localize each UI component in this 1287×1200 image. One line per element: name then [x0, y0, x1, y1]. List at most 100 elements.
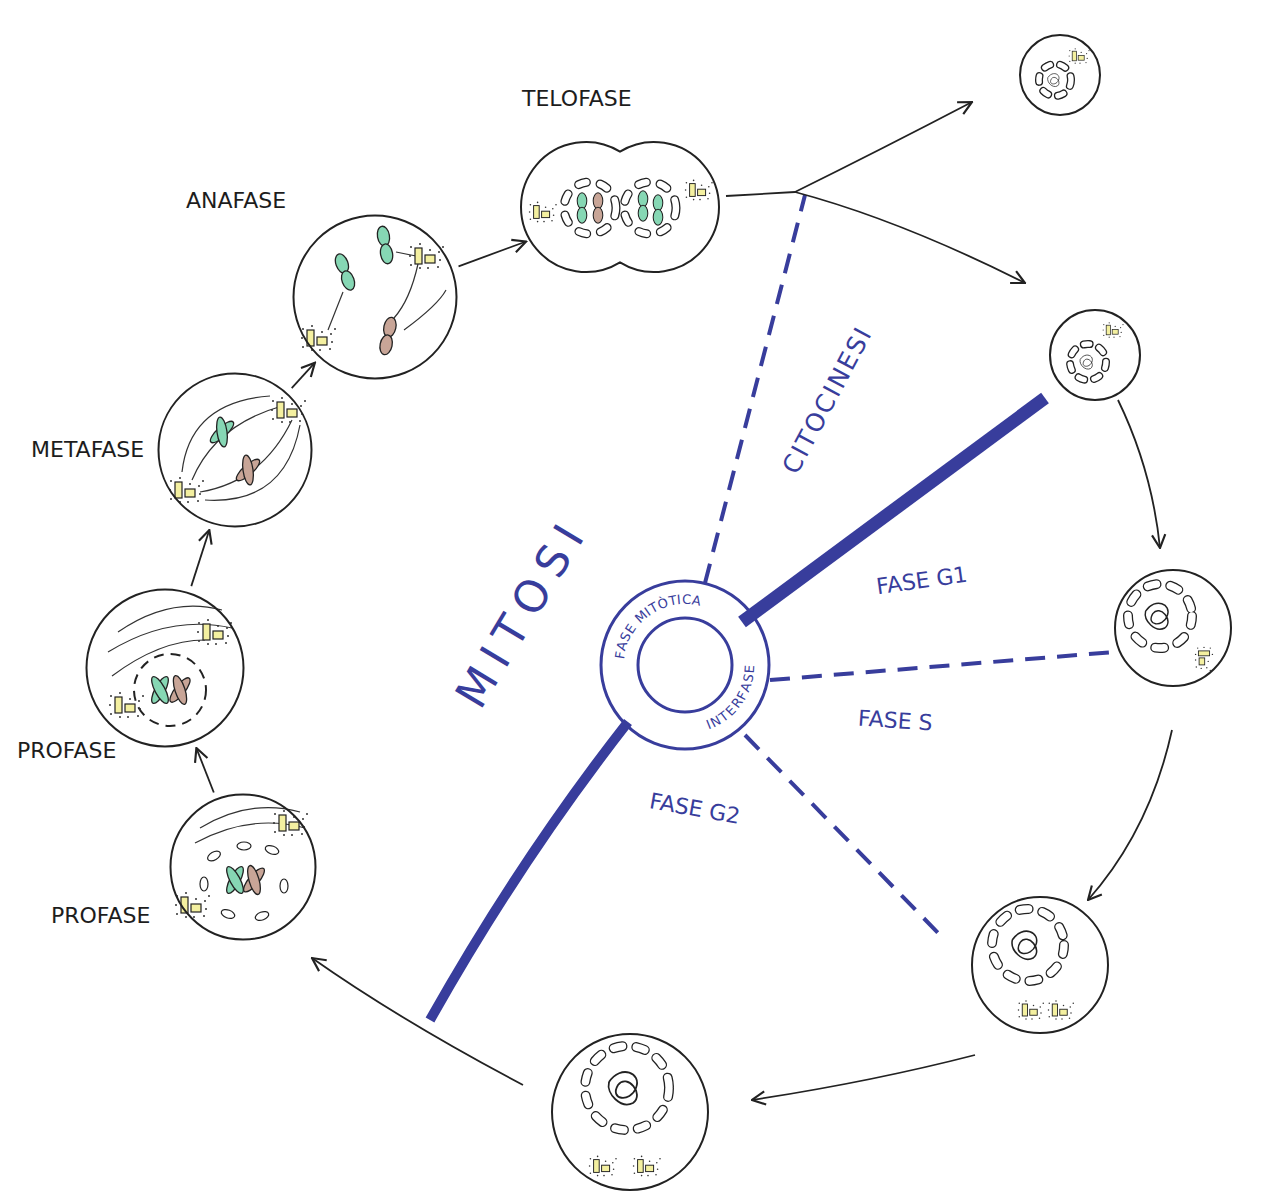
telophase-cell-part — [564, 182, 616, 234]
prophase-cell-part-part — [220, 908, 236, 920]
cell-membrane — [171, 795, 316, 940]
cycle-arrow-part — [726, 192, 795, 196]
anaphase-cell-part — [301, 325, 336, 351]
interphase-cell-part — [1050, 310, 1140, 400]
cell-stage: TELOFASE — [520, 138, 720, 276]
interphase-cell-part — [1018, 1000, 1044, 1020]
cycle-arrow-part — [795, 192, 1025, 283]
ring-label: INTERFASE — [601, 581, 769, 749]
telophase-cell-part — [564, 182, 616, 234]
telophase-cell-part — [624, 182, 676, 234]
telophase-cell-part — [577, 193, 587, 223]
telophase-cell-part — [593, 193, 603, 223]
prophase-cell-part-part — [206, 849, 222, 863]
stage-heading: ANAFASE — [186, 188, 286, 213]
stage-arrow — [196, 748, 213, 792]
cycle-schema-part — [430, 722, 628, 1020]
prophase-cell-part — [109, 692, 144, 718]
cell-outline — [520, 138, 720, 276]
prophase-cell-part — [112, 640, 205, 676]
cycle-schema-part — [745, 735, 945, 940]
cycle-schema-part — [705, 195, 805, 583]
interphase-cell-part — [992, 909, 1064, 981]
telophase-cell-part — [624, 182, 676, 234]
phase-title: CITOCINESI — [777, 321, 879, 478]
interphase-cell-part — [992, 909, 1064, 981]
interphase-cell-part — [1128, 584, 1192, 648]
metaphase-cell — [169, 396, 306, 503]
sector-label: FASE G2 — [647, 788, 742, 829]
telophase-cell-part — [529, 202, 557, 223]
prophase-cell — [108, 606, 232, 726]
cycle-schema-part — [742, 398, 1045, 622]
metaphase-cell-part — [206, 413, 238, 450]
interphase-cell-part — [1128, 584, 1192, 648]
interphase-cell-part — [552, 1034, 708, 1190]
metaphase-cell-part — [232, 451, 264, 488]
interphase-cell-part — [1103, 322, 1124, 338]
cell-membrane — [159, 374, 312, 527]
interphase-cell-part — [589, 1156, 617, 1177]
stage-heading: TELOFASE — [522, 86, 632, 111]
telophase-cell-part — [653, 195, 663, 225]
cycle-schema-part — [638, 618, 732, 712]
anaphase-cell-part — [333, 252, 357, 292]
interphase-cell-part — [1020, 35, 1100, 115]
interphase-cell-part — [972, 897, 1108, 1033]
arc-letter: E — [742, 664, 757, 673]
interphase-cell — [552, 1034, 708, 1190]
metaphase-cell-part — [192, 406, 282, 480]
prophase-cell-part — [149, 674, 172, 705]
prophase-cell-part-part — [254, 910, 270, 922]
stage-heading: PROFASE — [17, 738, 116, 763]
anaphase-cell-part — [404, 290, 446, 330]
cell-membrane — [294, 216, 457, 379]
prophase-cell-part — [200, 842, 288, 922]
interphase-cell-part — [1039, 64, 1071, 96]
interphase-cell-part — [1080, 355, 1092, 369]
cell-stage: ANAFASE — [292, 214, 458, 380]
cycle-arrow-part — [1118, 400, 1160, 548]
telophase-cell-part — [638, 191, 648, 221]
sector-label: FASE G1 — [875, 561, 969, 599]
prophase-cell-part-part — [280, 879, 288, 893]
interphase-cell-part — [1115, 570, 1231, 686]
anaphase-cell-part — [378, 316, 398, 356]
cycle-arrow-part — [795, 102, 972, 192]
cell-outline — [85, 588, 245, 748]
prophase-cell-part — [166, 673, 194, 708]
interphase-cell-part — [609, 1072, 637, 1104]
stage-heading: METAFASE — [31, 437, 144, 462]
interphase-cell — [1050, 310, 1140, 400]
anaphase-cell-part — [376, 225, 394, 265]
cell-outline — [157, 372, 313, 528]
cycle-schema-part — [770, 652, 1115, 680]
interphase-cell-part — [1012, 931, 1037, 959]
interphase-cell — [1020, 35, 1100, 115]
cell-membrane — [521, 142, 719, 272]
arc-letter: C — [682, 593, 691, 608]
stage-arrow — [459, 241, 527, 266]
interphase-cell-part — [1048, 1000, 1074, 1020]
cell-stage: PROFASE — [169, 793, 317, 941]
prophase-cell-part — [273, 810, 308, 836]
anaphase-cell-part — [396, 252, 416, 256]
metaphase-cell-part — [169, 477, 204, 503]
cycle-arrow-part — [752, 1055, 975, 1100]
prophase-cell-part — [134, 654, 206, 726]
interphase-cell-part — [1195, 647, 1213, 672]
anaphase-cell-part — [328, 292, 343, 330]
cell-stage: METAFASE — [157, 372, 313, 528]
interphase-cell — [972, 897, 1108, 1033]
interphase-cell-part — [1069, 48, 1090, 64]
prophase-cell-part-part — [200, 877, 208, 891]
cycle-arrow — [312, 102, 1172, 1100]
cell-outline — [292, 214, 458, 380]
stage-arrow — [292, 363, 315, 388]
interphase-cell-part — [585, 1046, 669, 1130]
prophase-cell-part-part — [264, 844, 280, 856]
cycle-arrow-part — [1088, 730, 1172, 900]
cycle-schema — [430, 195, 1115, 1020]
